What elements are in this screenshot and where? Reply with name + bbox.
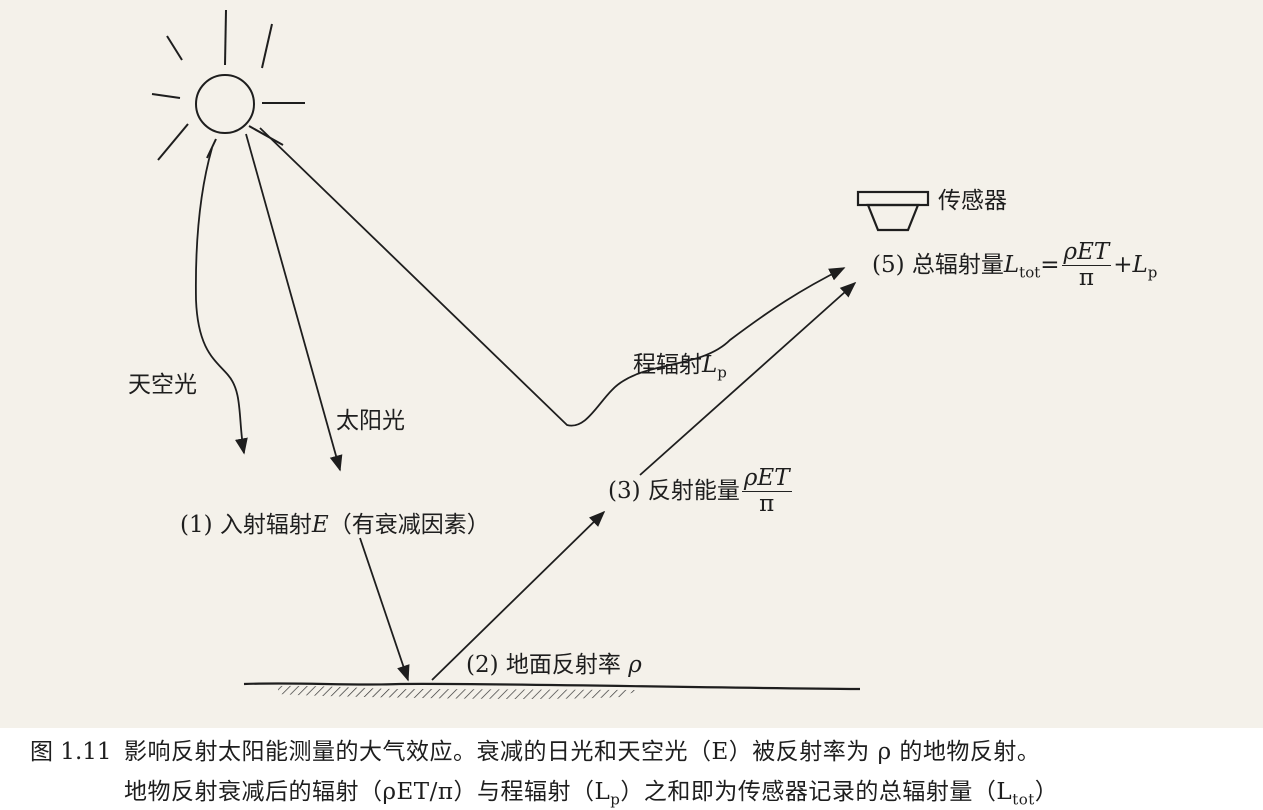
reflected-arrow [431, 510, 606, 681]
sensor-icon [856, 190, 930, 232]
caption-line-2-part-c: ） [1034, 779, 1059, 805]
path-radiance-text: 程辐射 [633, 352, 702, 378]
incident-symbol: E [311, 512, 329, 538]
diagram-canvas [151, 9, 930, 699]
fraction-numerator: ρET [741, 465, 792, 493]
total-subscript: tot [1019, 263, 1041, 282]
incident-label: (1) 入射辐射E（有衰减因素） [180, 512, 490, 540]
figure-number: 图 1.11 [30, 739, 112, 765]
fraction-denominator: π [759, 491, 775, 518]
plus-sign: + [1113, 251, 1133, 278]
caption-line-2-part-b: ）之和即为传感器记录的总辐射量（L [620, 779, 1013, 805]
atmospheric-effects-diagram: 传感器 天空光 太阳光 程辐射Lp (1) 入射辐射E（有衰减因素） (2) 地… [128, 9, 1158, 699]
path-radiance-symbol: L [702, 352, 718, 378]
total-symbol: L [1003, 251, 1020, 278]
path-radiance-label: 程辐射Lp [633, 352, 727, 382]
incident-text: (1) 入射辐射 [180, 512, 312, 538]
surface-reflectance-symbol: ρ [628, 652, 642, 678]
sun-icon [151, 9, 305, 161]
sunlight-label: 太阳光 [336, 408, 405, 434]
sunlight-arrow [245, 133, 343, 472]
total-radiance-text: (5) 总辐射量 [872, 251, 1004, 278]
path-radiance-subscript: p [717, 363, 727, 382]
incident-note: （有衰减因素） [328, 512, 490, 538]
total-fraction-numerator: ρET [1061, 239, 1112, 267]
reflected-energy-text: (3) 反射能量 [608, 477, 740, 504]
incident-arrow [359, 537, 410, 682]
lp-subscript: p [1147, 263, 1158, 282]
ground-surface [243, 682, 861, 699]
lp-symbol: L [1132, 251, 1148, 278]
caption-line-2: 地物反射衰减后的辐射（ρET/π）与程辐射（Lp）之和即为传感器记录的总辐射量（… [124, 772, 1058, 809]
skylight-arrow [194, 147, 248, 455]
caption-sub-p: p [610, 790, 621, 809]
skylight-label: 天空光 [128, 372, 197, 398]
total-fraction-denominator: π [1078, 265, 1094, 292]
surface-reflectance-label: (2) 地面反射率 ρ [466, 652, 642, 680]
surface-reflectance-text: (2) 地面反射率 [466, 652, 621, 678]
path-radiance-arrow [259, 127, 846, 427]
figure-caption: 图 1.11 影响反射太阳能测量的大气效应。衰减的日光和天空光（E）被反射率为 … [0, 728, 1263, 810]
reflected-to-sensor-arrow [639, 281, 857, 476]
caption-sub-tot: tot [1012, 790, 1035, 809]
caption-line-1: 影响反射太阳能测量的大气效应。衰减的日光和天空光（E）被反射率为 ρ 的地物反射… [124, 739, 1041, 765]
sensor-label: 传感器 [938, 188, 1007, 214]
equals-sign: = [1040, 251, 1060, 278]
caption-line-2-part-a: 地物反射衰减后的辐射（ρET/π）与程辐射（L [124, 779, 611, 805]
